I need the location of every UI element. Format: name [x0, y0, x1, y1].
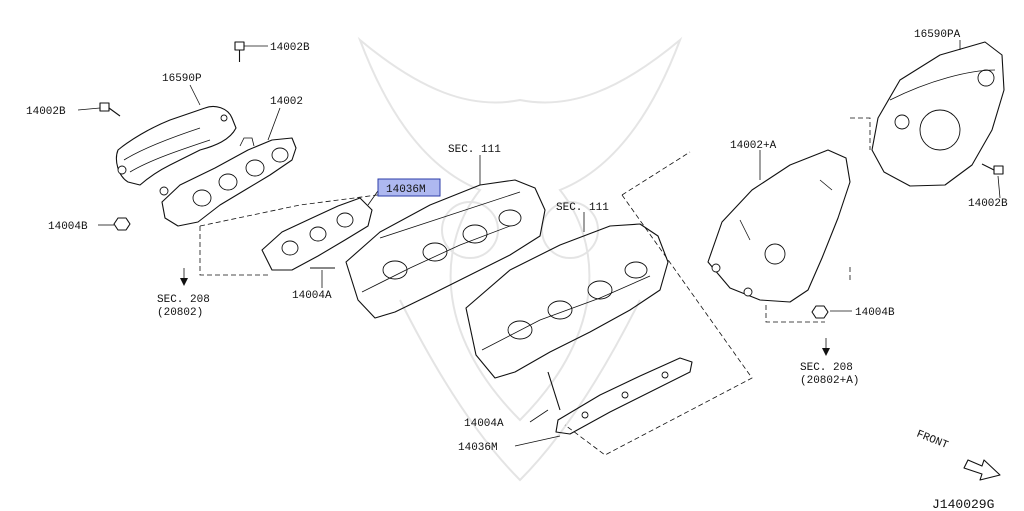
watermark-emblem [357, 36, 683, 482]
labels: 14002B 14002B 16590P 14002 14036M 14004B… [26, 29, 1008, 511]
label-heat-shield-left[interactable]: 16590P [162, 73, 202, 85]
label-gasket-upper[interactable]: 14036M [386, 184, 426, 196]
exhaust-manifold-left[interactable] [159, 137, 297, 227]
label-bolt-right[interactable]: 14002B [968, 198, 1008, 210]
nut-icon[interactable] [113, 217, 131, 231]
label-gasket-lower[interactable]: 14036M [458, 442, 498, 454]
label-heat-shield-right[interactable]: 16590PA [914, 29, 961, 41]
label-head-upper[interactable]: SEC. 111 [448, 144, 501, 156]
label-nut-left[interactable]: 14004B [48, 221, 88, 233]
ref-left-section[interactable]: SEC. 208 [157, 294, 210, 306]
cylinder-head-lower[interactable] [465, 223, 669, 379]
ref-right-section[interactable]: SEC. 208 [800, 362, 853, 374]
highlight-box [377, 178, 441, 197]
arrow-down-icon [180, 278, 188, 286]
gasket-upper[interactable] [261, 197, 373, 271]
exhaust-manifold-right[interactable] [707, 149, 851, 303]
label-stud-upper[interactable]: 14004A [292, 290, 332, 302]
label-head-lower[interactable]: SEC. 111 [556, 202, 609, 214]
bolt-icon[interactable] [234, 41, 245, 62]
bolt-icon[interactable] [99, 102, 121, 117]
front-arrow-icon [963, 459, 1001, 481]
label-manifold-left[interactable]: 14002 [270, 96, 303, 108]
ref-left-code[interactable]: (20802) [157, 307, 203, 319]
stud-icon[interactable] [547, 371, 561, 411]
gasket-lower[interactable] [555, 357, 693, 435]
bolt-icon[interactable] [981, 163, 1004, 175]
cylinder-head-upper[interactable] [345, 179, 546, 319]
label-bolt-top-left-lower[interactable]: 14002B [26, 106, 66, 118]
heat-shield-left[interactable] [115, 105, 237, 186]
leader-lines [77, 40, 1001, 447]
arrow-down-icon [822, 348, 830, 356]
label-bolt-top-left-upper[interactable]: 14002B [270, 42, 310, 54]
label-nut-right[interactable]: 14004B [855, 307, 895, 319]
nut-icon[interactable] [811, 305, 829, 319]
label-stud-lower[interactable]: 14004A [464, 418, 504, 430]
heat-shield-right[interactable] [871, 41, 1005, 187]
assembly-lines [199, 117, 871, 456]
label-manifold-right[interactable]: 14002+A [730, 140, 777, 152]
front-direction-label: FRONT [915, 429, 950, 453]
ref-right-code[interactable]: (20802+A) [800, 375, 859, 387]
diagram-code: J140029G [932, 497, 994, 511]
